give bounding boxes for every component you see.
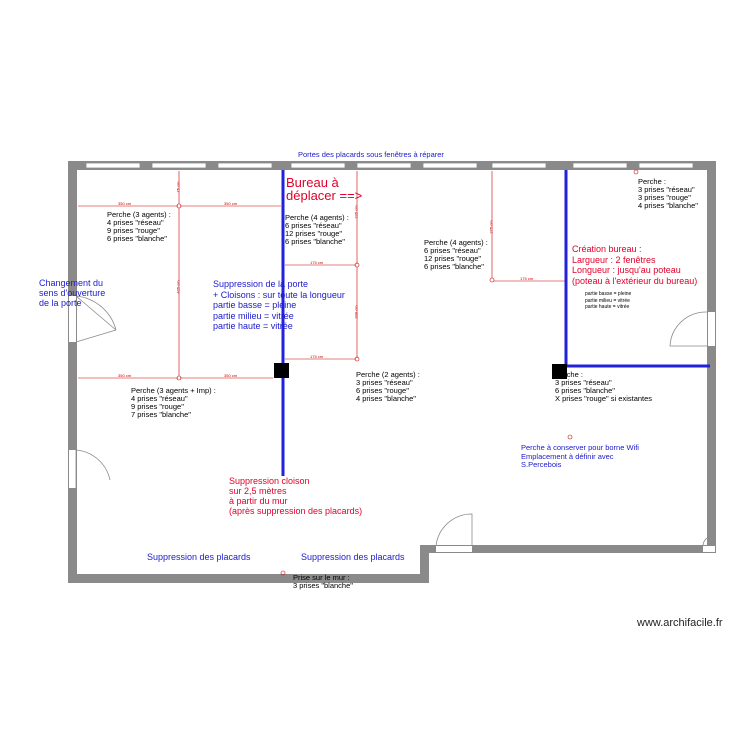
suppression-porte-label: Suppression de la porte + Cloisons : sur… xyxy=(213,279,345,331)
bottom-door-opening xyxy=(436,546,472,552)
partie-small-label: partie basse = pleine partie milieu = vi… xyxy=(585,291,632,310)
pillars xyxy=(274,363,567,379)
right-window-opening xyxy=(708,312,715,346)
dimension-label: 350 cm xyxy=(118,373,132,378)
dimension-label: 175 cm xyxy=(310,260,324,265)
doors xyxy=(69,295,715,552)
dimension-label: 275 cm xyxy=(488,220,494,234)
dimension-label: 425 cm xyxy=(175,280,181,294)
suppression-placards-right: Suppression des placards xyxy=(301,552,405,562)
prise-mur-label: Prise sur le mur : 3 prises "blanche" xyxy=(293,573,353,590)
dimension-label: 175 cm xyxy=(310,354,324,359)
dimension-label: 75 cm xyxy=(175,181,181,193)
dimension-label: 350 cm xyxy=(224,373,238,378)
window-8 xyxy=(572,162,628,169)
right-wall xyxy=(707,161,716,553)
suppression-placards-left: Suppression des placards xyxy=(147,552,251,562)
pillar-left xyxy=(274,363,289,378)
dimension-label: 225 cm xyxy=(353,205,359,219)
perche-top-right: Perche : 3 prises "réseau" 3 prises "rou… xyxy=(638,177,698,210)
left-door-opening-1 xyxy=(69,296,76,342)
dimension-label: 350 cm xyxy=(118,201,132,206)
watermark: www.archifacile.fr xyxy=(637,617,723,629)
plan-title: Portes des placards sous fenêtres à répa… xyxy=(298,150,444,159)
windows xyxy=(85,162,694,169)
dimension-label: 200 cm xyxy=(353,305,359,319)
left-door-swing-2 xyxy=(75,449,111,488)
left-door-opening-2 xyxy=(69,450,76,488)
perche-bottom-right: Perche : 3 prises "réseau" 6 prises "bla… xyxy=(555,370,653,403)
right-window-swing xyxy=(669,311,708,347)
changement-porte-label: Changement du sens d'ouverture de la por… xyxy=(39,278,106,308)
left-wall xyxy=(68,161,77,583)
window-6 xyxy=(422,162,478,169)
perche-4-agents-left: Perche (4 agents) : 6 prises "réseau" 12… xyxy=(285,213,349,246)
bottom-door-swing xyxy=(435,513,473,547)
window-9 xyxy=(638,162,694,169)
creation-bureau-label: Création bureau : Largueur : 2 fenêtres … xyxy=(572,244,698,286)
perche-3-agents: Perche (3 agents) : 4 prises "réseau" 9 … xyxy=(107,210,171,243)
bottom-right-door-swing xyxy=(702,535,714,547)
suppression-cloison-label: Suppression cloison sur 2,5 mètres à par… xyxy=(229,476,363,516)
bottom-right-door-opening xyxy=(703,546,715,552)
dimension-label: 350 cm xyxy=(224,201,238,206)
perche-3-agents-imp: Perche (3 agents + Imp) : 4 prises "rése… xyxy=(131,386,216,419)
bottom-wall-step xyxy=(420,545,429,583)
window-2 xyxy=(151,162,207,169)
perche-4-agents-right: Perche (4 agents) : 6 prises "réseau" 12… xyxy=(424,238,488,271)
partition-lines xyxy=(281,170,710,476)
bottom-wall-left xyxy=(68,574,429,583)
window-4 xyxy=(290,162,346,169)
left-door-swing-1 xyxy=(75,295,117,331)
window-3 xyxy=(217,162,273,169)
window-1 xyxy=(85,162,141,169)
borne-wifi-label: Perche à conserver pour borne Wifi Empla… xyxy=(521,443,639,469)
window-5 xyxy=(356,162,412,169)
perche-2-agents: Perche (2 agents) : 3 prises "réseau" 6 … xyxy=(356,370,420,403)
dimension-lines xyxy=(78,169,639,576)
window-7 xyxy=(491,162,547,169)
dimension-label: 175 cm xyxy=(520,276,534,281)
pillar-right xyxy=(552,364,567,379)
bureau-a-deplacer-label: Bureau à déplacer ==> xyxy=(286,175,363,203)
bottom-wall-right xyxy=(420,545,716,553)
